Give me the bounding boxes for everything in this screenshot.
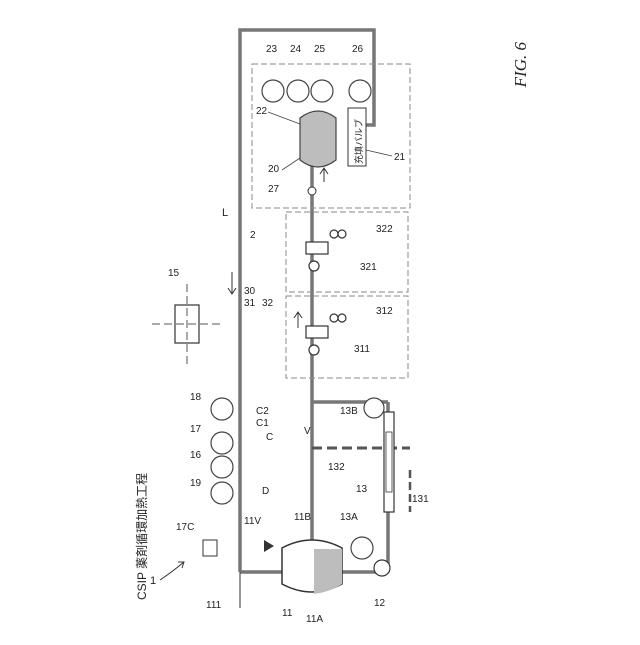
tank-16 [211,456,233,478]
label-17c: 17C [176,522,194,533]
sensor-322b [338,230,346,238]
label-D: D [262,486,269,497]
top-tanks [262,80,371,102]
label-12: 12 [374,598,386,609]
label-11: 11 [282,608,293,619]
sensor-312b [338,314,346,322]
heat-exchanger-13 [384,412,394,512]
system-arrow [160,562,184,580]
sensor-312a [330,314,338,322]
tank-26 [349,80,371,102]
label-C: C [266,432,273,443]
label-1: 1 [150,575,156,587]
supply-tank-liquid [314,549,342,594]
loop-inner-path [312,112,318,572]
flow-arrow-up-27 [320,168,328,182]
label-13: 13 [356,484,368,495]
filling-valve-label: 充填バルブ [353,119,364,164]
label-23: 23 [266,44,278,55]
label-C1: C1 [256,418,269,429]
dashed-boxes [252,64,410,378]
label-V: V [304,426,311,437]
process-title: CSIP 薬剤循環加熱工程 [134,473,149,600]
flow-arrow-down [228,272,236,294]
flow-arrow-up-31 [294,312,302,328]
label-322: 322 [376,224,393,235]
tank-25 [311,80,333,102]
label-24: 24 [290,44,302,55]
label-31: 31 [244,298,256,309]
label-2: 2 [250,230,256,241]
label-131: 131 [412,494,429,505]
label-17: 17 [190,424,202,435]
tank-23 [262,80,284,102]
label-16: 16 [190,450,202,461]
label-25: 25 [314,44,326,55]
label-132: 132 [328,462,345,473]
pump-311 [309,345,319,355]
label-20: 20 [268,164,280,175]
pump-27 [308,187,316,195]
figure-label: FIG. 6 [511,42,530,89]
label-15: 15 [168,268,180,279]
label-321: 321 [360,262,377,273]
tank-13a [351,537,373,559]
label-11v: 11V [244,516,261,527]
label-311: 311 [354,344,370,355]
tank-17 [211,432,233,454]
label-312: 312 [376,306,393,317]
left-tanks [211,398,233,504]
label-111: 111 [206,600,222,611]
filler-tank-20 [300,111,336,167]
label-26: 26 [352,44,364,55]
sensor-322a [330,230,338,238]
label-L: L [222,207,228,219]
label-21: 21 [394,152,406,163]
valve-311-body [306,326,328,338]
label-11a: 11A [306,614,323,625]
tank-18 [211,398,233,420]
tank-13b [364,398,384,418]
control-17c [203,540,217,556]
label-32: 32 [262,298,274,309]
label-22: 22 [256,106,268,117]
valve-321-body [306,242,328,254]
leader-21 [366,150,392,156]
label-18: 18 [190,392,202,403]
label-13b: 13B [340,406,358,417]
valve-11v [264,540,274,552]
leader-20 [282,158,300,170]
label-11b: 11B [294,512,311,523]
label-19: 19 [190,478,202,489]
tank-19 [211,482,233,504]
label-13a: 13A [340,512,358,523]
label-C2: C2 [256,406,269,417]
line-22 [268,112,300,124]
label-27: 27 [268,184,280,195]
label-30: 30 [244,286,256,297]
tank-24 [287,80,309,102]
pump-321 [309,261,319,271]
pump-12 [374,560,390,576]
